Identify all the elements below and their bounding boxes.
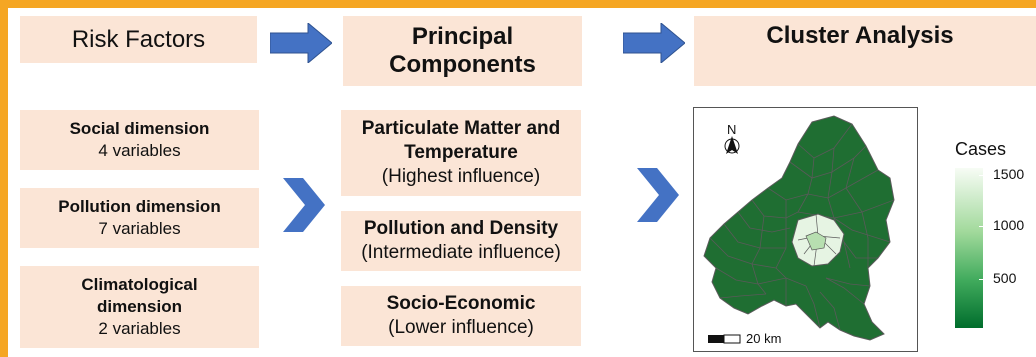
risk-social-dimension: Social dimension 4 variables [20,110,259,170]
legend-tick-mark [979,226,983,227]
risk-social-title: Social dimension [69,119,210,138]
risk-climatological-title-line1: Climatological [81,275,198,294]
legend-color-bar [955,168,983,328]
mid-cases-area [805,231,827,251]
chevron-right-icon [283,178,325,232]
component-socio-economic: Socio-Economic (Lower influence) [341,286,581,346]
risk-climatological-dimension: Climatological dimension 2 variables [20,266,259,348]
risk-social-detail: 4 variables [98,141,181,160]
component-2-detail: (Intermediate influence) [361,242,561,263]
scale-bar-black [708,335,724,343]
header-risk-factors-label: Risk Factors [71,25,206,53]
north-label: N [727,122,736,137]
cluster-map-panel: N 20 km [693,107,918,352]
municipality-borders [709,123,895,331]
component-3-detail: (Lower influence) [388,317,534,338]
risk-pollution-title: Pollution dimension [58,197,221,216]
header-principal-components: Principal Components [343,16,582,86]
right-arrow-icon [270,23,332,63]
chevron-right-icon [637,168,679,222]
right-arrow-icon [623,23,685,63]
component-particulate-temperature: Particulate Matter and Temperature (High… [341,110,581,196]
north-arrow-icon [724,136,740,154]
risk-pollution-detail: 7 variables [98,219,181,238]
legend-tick-1500: 1500 [993,166,1025,182]
legend-title: Cases [955,139,1007,159]
legend-tick-1000: 1000 [993,217,1025,233]
component-pollution-density: Pollution and Density (Intermediate infl… [341,211,581,271]
legend-tick-mark [979,175,983,176]
header-cluster-analysis-label: Cluster Analysis [766,22,954,49]
header-risk-factors: Risk Factors [20,16,257,63]
header-principal-components-line1: Principal [411,23,514,50]
component-1-title-line1: Particulate Matter and [361,118,561,139]
component-1-detail: (Highest influence) [381,166,541,187]
header-cluster-analysis: Cluster Analysis [694,16,1036,86]
component-1-title-line2: Temperature [404,142,518,163]
legend-tick-500: 500 [993,270,1017,286]
header-principal-components-line2: Components [389,51,536,78]
component-2-title: Pollution and Density [363,218,559,239]
legend-tick-mark [979,279,983,280]
scale-label: 20 km [746,331,781,346]
component-3-title: Socio-Economic [386,293,536,314]
risk-pollution-dimension: Pollution dimension 7 variables [20,188,259,248]
risk-climatological-title-line2: dimension [96,297,182,316]
madrid-region-map: N 20 km [703,115,895,346]
risk-climatological-detail: 2 variables [98,319,181,338]
scale-bar-white [723,334,741,344]
